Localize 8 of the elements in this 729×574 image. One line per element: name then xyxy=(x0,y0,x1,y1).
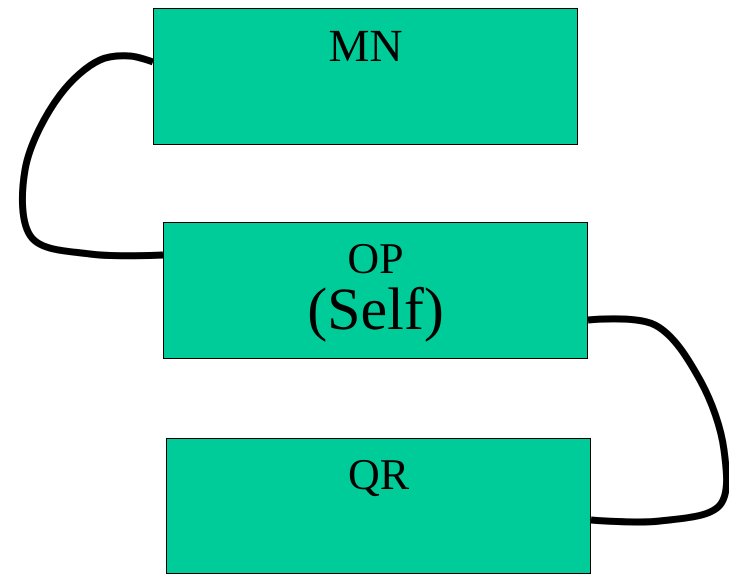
process-box xyxy=(166,438,591,574)
process-box xyxy=(153,8,578,145)
box-title: MN xyxy=(327,23,404,69)
connector-line xyxy=(588,315,729,526)
process-box xyxy=(163,222,588,359)
box-title: QR xyxy=(346,453,410,497)
connector-line xyxy=(18,52,164,260)
box-title: OP xyxy=(346,237,405,281)
